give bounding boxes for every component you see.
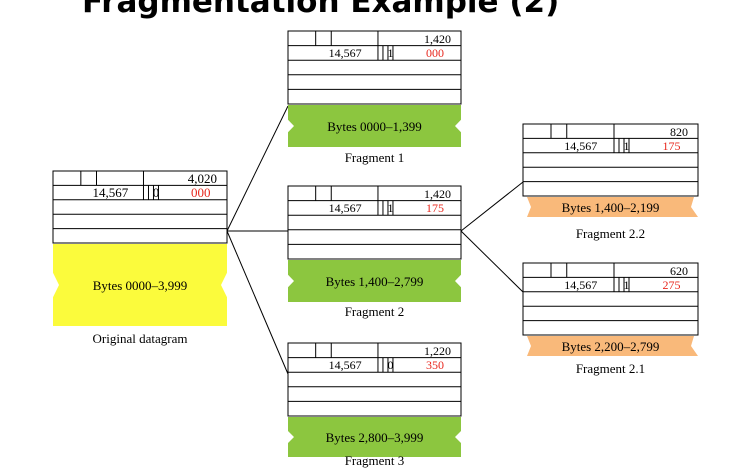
payload-band <box>53 244 227 326</box>
fragment-offset: 275 <box>663 278 681 292</box>
datagram-caption: Fragment 1 <box>345 150 405 165</box>
payload-band <box>527 197 698 217</box>
payload-band <box>288 417 461 457</box>
header-box <box>287 185 462 260</box>
more-fragments-flag: 0 <box>387 358 393 372</box>
datagram-caption: Original datagram <box>93 331 188 346</box>
header-box <box>522 262 699 336</box>
identification: 14,567 <box>564 278 597 292</box>
identification: 14,567 <box>93 185 129 200</box>
payload-label: Bytes 2,800–3,999 <box>326 430 424 445</box>
datagram-caption: Fragment 2 <box>345 304 405 319</box>
identification: 14,567 <box>329 201 362 215</box>
payload-label: Bytes 1,400–2,199 <box>562 200 660 215</box>
fragment-offset: 000 <box>191 185 211 200</box>
datagram-caption: Fragment 2.1 <box>576 361 645 376</box>
fragment-offset: 175 <box>426 201 444 215</box>
payload-label: Bytes 0000–3,999 <box>93 278 188 293</box>
total-length: 4,020 <box>188 171 217 186</box>
connector-lines <box>226 105 524 375</box>
payload-label: Bytes 2,200–2,799 <box>562 339 660 354</box>
more-fragments-flag: 1 <box>387 46 393 60</box>
fragment-offset: 350 <box>426 358 444 372</box>
more-fragments-flag: 1 <box>624 139 630 153</box>
datagram-caption: Fragment 3 <box>345 453 405 468</box>
identification: 14,567 <box>329 46 362 60</box>
header-box <box>522 123 699 197</box>
total-length: 1,220 <box>424 344 451 358</box>
identification: 14,567 <box>329 358 362 372</box>
header-box <box>52 170 228 244</box>
connector-line <box>460 230 524 293</box>
total-length: 1,420 <box>424 32 451 46</box>
connector-line <box>226 230 289 375</box>
fragment-offset: 000 <box>426 46 444 60</box>
header-box <box>287 342 462 417</box>
more-fragments-flag: 1 <box>624 278 630 292</box>
slide-title: Fragmentation Example (2) <box>82 0 560 20</box>
payload-band <box>288 260 461 302</box>
total-length: 820 <box>670 125 688 139</box>
payload-band <box>288 105 461 147</box>
identification: 14,567 <box>564 139 597 153</box>
total-length: 1,420 <box>424 187 451 201</box>
datagram-caption: Fragment 2.2 <box>576 226 645 241</box>
payload-label: Bytes 1,400–2,799 <box>326 274 424 289</box>
more-fragments-flag: 0 <box>153 185 160 200</box>
header-box <box>287 30 462 105</box>
payload-label: Bytes 0000–1,399 <box>327 119 422 134</box>
more-fragments-flag: 1 <box>387 201 393 215</box>
connector-line <box>460 181 524 232</box>
connector-line <box>226 105 289 232</box>
total-length: 620 <box>670 264 688 278</box>
fragment-offset: 175 <box>663 139 681 153</box>
payload-band <box>527 336 698 356</box>
